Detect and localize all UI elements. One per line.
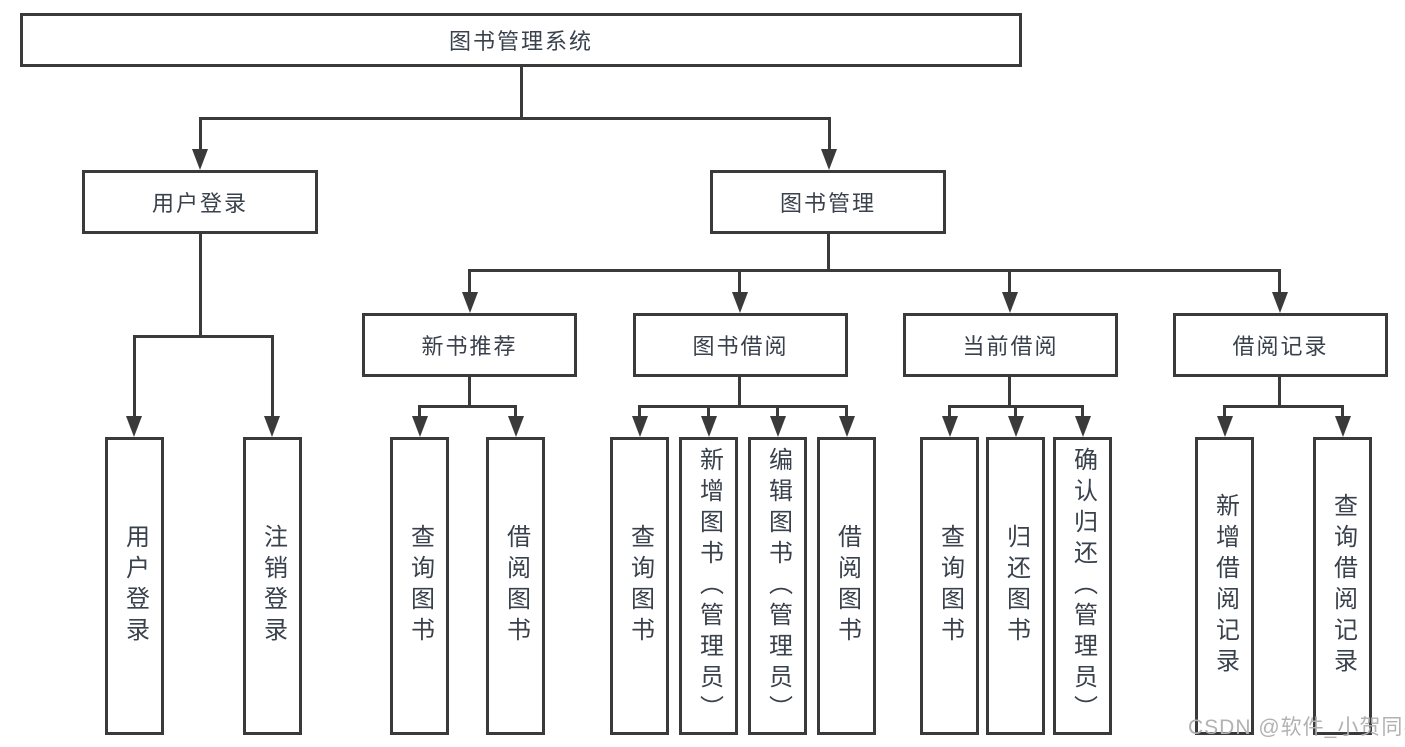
arrowhead-bb-leaf4	[838, 416, 855, 437]
connector-new-book-split	[418, 405, 517, 408]
leaf-label: 借阅图书	[833, 524, 861, 648]
leaf-cb-return-books: 归还图书	[986, 437, 1045, 735]
arrowhead-leaf-logout	[264, 416, 280, 437]
node-current-borrowing: 当前借阅	[903, 313, 1118, 377]
connector-root-split	[198, 117, 831, 120]
leaf-label: 确认归还（管理员）	[1069, 446, 1097, 726]
leaf-label: 新增图书（管理员）	[695, 446, 723, 726]
leaf-label: 用户登录	[121, 524, 149, 648]
arrowhead-bb-leaf3	[769, 416, 786, 437]
arrowhead-bb-leaf1	[631, 416, 648, 437]
connector-cb-leaf3	[1081, 405, 1084, 418]
node-label: 图书借阅	[692, 334, 789, 359]
connector-to-user-login	[198, 117, 202, 151]
node-new-book-recommendation: 新书推荐	[362, 313, 577, 377]
connector-to-book-management	[827, 117, 831, 151]
leaf-label: 查询图书	[406, 524, 434, 648]
arrowhead-nbr-leaf1	[411, 416, 428, 437]
connector-bb-leaf1	[638, 405, 641, 418]
node-label: 图书管理	[779, 191, 876, 216]
arrowhead-cb-leaf1	[941, 416, 958, 437]
node-user-login: 用户登录	[82, 170, 318, 234]
arrowhead-new-book	[461, 292, 478, 313]
arrowhead-leaf-user-login	[126, 416, 142, 437]
connector-nbr-leaf1	[418, 405, 421, 418]
connector-bb-leaf3	[776, 405, 779, 418]
connector-user-login-stem	[198, 234, 202, 337]
arrowhead-borrow-records	[1271, 292, 1288, 313]
leaf-label: 借阅图书	[502, 524, 530, 648]
leaf-logout-login: 注销登录	[243, 437, 302, 735]
arrowhead-user-login	[192, 149, 208, 170]
connector-to-leaf-logout	[270, 335, 274, 418]
leaf-br-add-borrow-record: 新增借阅记录	[1195, 437, 1254, 735]
leaf-nbr-borrow-books: 借阅图书	[486, 437, 545, 735]
arrowhead-bb-leaf2	[700, 416, 717, 437]
node-borrowing-records: 借阅记录	[1173, 313, 1388, 377]
connector-book-borrowing-stem	[738, 377, 741, 408]
connector-root-stem	[519, 66, 523, 119]
leaf-br-query-borrow-record: 查询借阅记录	[1313, 437, 1372, 735]
csdn-watermark: CSDN @软件_小贺同学	[1188, 716, 1405, 739]
connector-book-management-split	[468, 269, 1281, 272]
node-label: 新书推荐	[421, 334, 518, 359]
node-label: 图书管理系统	[448, 29, 593, 54]
leaf-label: 新增借阅记录	[1211, 493, 1239, 679]
connector-br-leaf2	[1341, 405, 1344, 418]
leaf-label: 查询图书	[626, 524, 654, 648]
node-library-management-system: 图书管理系统	[20, 13, 1022, 67]
connector-bb-leaf4	[845, 405, 848, 418]
leaf-label: 查询图书	[936, 524, 964, 648]
leaf-label: 归还图书	[1002, 524, 1030, 648]
arrowhead-nbr-leaf2	[507, 416, 524, 437]
leaf-label: 编辑图书（管理员）	[764, 446, 792, 726]
leaf-nbr-query-books: 查询图书	[390, 437, 449, 735]
connector-new-book-stem	[468, 377, 471, 408]
connector-user-login-split	[132, 335, 274, 338]
arrowhead-br-leaf1	[1216, 416, 1233, 437]
arrowhead-book-borrowing	[731, 292, 748, 313]
connector-to-leaf-user-login	[132, 335, 136, 418]
connector-book-management-stem	[826, 234, 830, 271]
connector-bb-leaf2	[707, 405, 710, 418]
leaf-label: 查询借阅记录	[1329, 493, 1357, 679]
connector-borrow-records-stem	[1278, 377, 1281, 408]
connector-nbr-leaf2	[514, 405, 517, 418]
connector-borrow-records-split	[1223, 405, 1344, 408]
node-label: 当前借阅	[962, 334, 1059, 359]
leaf-bb-borrow-books: 借阅图书	[817, 437, 876, 735]
leaf-label: 注销登录	[259, 524, 287, 648]
leaf-cb-query-books: 查询图书	[920, 437, 979, 735]
arrowhead-cb-leaf3	[1074, 416, 1091, 437]
arrowhead-book-management	[821, 149, 837, 170]
connector-to-borrow-records	[1278, 269, 1281, 295]
connector-to-current-borrowing	[1008, 269, 1011, 295]
connector-cb-leaf2	[1014, 405, 1017, 418]
connector-to-book-borrowing	[738, 269, 741, 295]
leaf-bb-query-books: 查询图书	[610, 437, 669, 735]
connector-br-leaf1	[1223, 405, 1226, 418]
node-book-borrowing: 图书借阅	[633, 313, 848, 377]
arrowhead-cb-leaf2	[1007, 416, 1024, 437]
connector-book-borrowing-split	[638, 405, 848, 408]
leaf-bb-add-books-admin: 新增图书（管理员）	[679, 437, 738, 735]
leaf-user-login: 用户登录	[105, 437, 164, 735]
arrowhead-br-leaf2	[1334, 416, 1351, 437]
connector-current-borrowing-stem	[1008, 377, 1011, 408]
node-label: 借阅记录	[1232, 334, 1329, 359]
leaf-bb-edit-books-admin: 编辑图书（管理员）	[748, 437, 807, 735]
node-label: 用户登录	[151, 191, 248, 216]
connector-to-new-book	[468, 269, 471, 295]
connector-cb-leaf1	[948, 405, 951, 418]
leaf-cb-confirm-return-admin: 确认归还（管理员）	[1053, 437, 1112, 735]
node-book-management: 图书管理	[710, 170, 946, 234]
arrowhead-current-borrowing	[1001, 292, 1018, 313]
